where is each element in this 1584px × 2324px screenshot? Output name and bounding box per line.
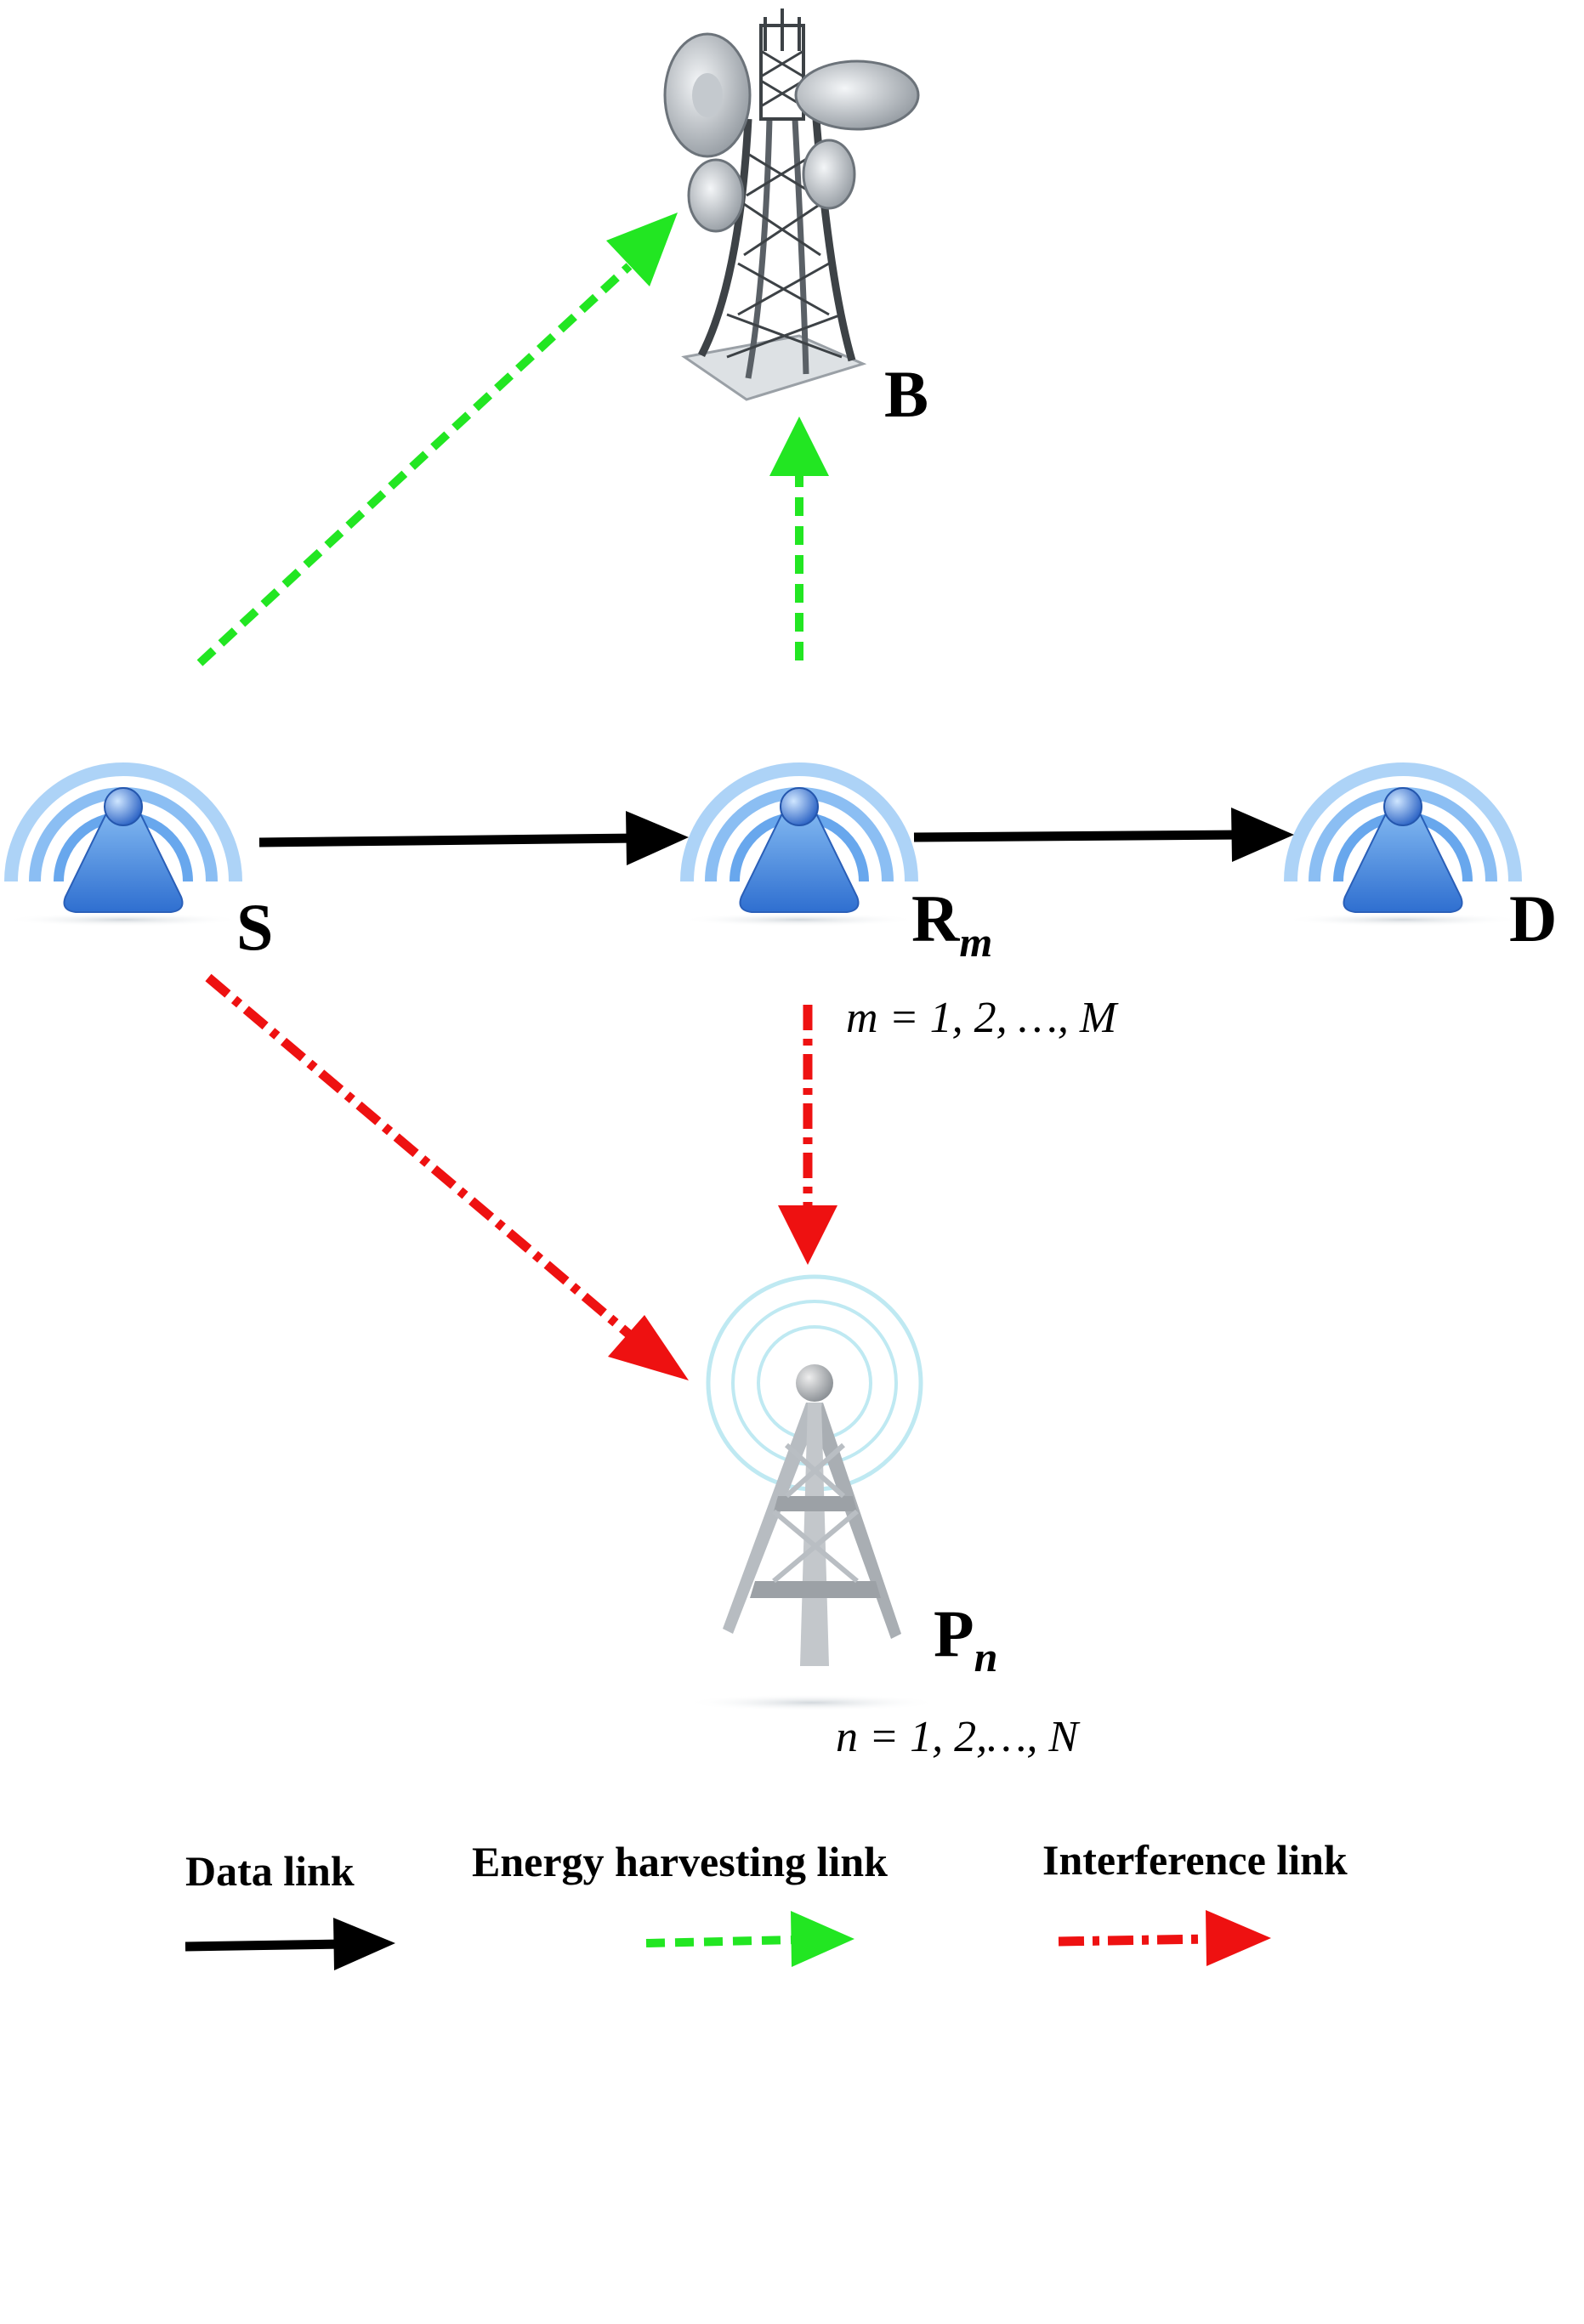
broadcast-tower-icon [684, 1274, 940, 1711]
primary-subscript: n [974, 1633, 998, 1681]
primary-index-range: n = 1, 2,…, N [836, 1713, 1081, 1761]
energy-link-s-to-b [196, 263, 633, 666]
wireless-node-icon [680, 769, 918, 927]
source-label: S [236, 890, 273, 964]
cell-tower-icon [663, 9, 920, 401]
data-link-s-to-r-arrowhead [626, 811, 689, 865]
relay-index-range: m = 1, 2, …, M [846, 994, 1119, 1042]
legend-energy-link-label: Energy harvesting link [472, 1838, 888, 1885]
source-node: S [4, 769, 273, 964]
primary-node: Pn n = 1, 2,…, N [684, 1274, 1081, 1761]
legend-data-link-arrowhead [333, 1918, 395, 1970]
primary-label: Pn [934, 1596, 997, 1681]
legend-interference-link-arrowhead [1206, 1910, 1271, 1966]
legend-energy-link-arrowhead [791, 1911, 854, 1967]
legend-data-link-label: Data link [185, 1847, 355, 1895]
legend-data-link-line [185, 1939, 345, 1952]
legend-energy-link-line [645, 1936, 796, 1947]
legend-item-data-link: Data link [185, 1847, 395, 1970]
links [196, 213, 1294, 1380]
wireless-node-icon [1284, 769, 1522, 927]
base-station-label: B [884, 357, 928, 431]
interference-link-r-to-p-arrowhead [778, 1205, 837, 1265]
base-station-node: B [663, 9, 928, 431]
data-link-r-to-d [913, 830, 1244, 842]
legend: Data link Energy harvesting link Interfe… [185, 1836, 1348, 1970]
destination-label: D [1509, 881, 1557, 955]
energy-link-s-to-b-arrowhead [606, 213, 678, 286]
data-link-r-to-d-arrowhead [1231, 808, 1294, 862]
destination-node: D [1284, 769, 1557, 955]
legend-interference-link-label: Interference link [1042, 1836, 1348, 1884]
wireless-node-icon [4, 769, 242, 927]
interference-link-s-to-p-arrowhead [608, 1315, 689, 1380]
relay-node: Rm m = 1, 2, …, M [680, 769, 1119, 1042]
data-link-s-to-r [258, 833, 640, 847]
legend-item-energy-link: Energy harvesting link [472, 1838, 888, 1967]
interference-link-s-to-p [205, 973, 637, 1342]
legend-item-interference-link: Interference link [1042, 1836, 1348, 1966]
relay-label: Rm [911, 881, 992, 966]
legend-interference-link-line [1058, 1934, 1208, 1947]
relay-subscript: m [959, 918, 992, 966]
energy-link-r-to-b-arrowhead [769, 417, 829, 476]
